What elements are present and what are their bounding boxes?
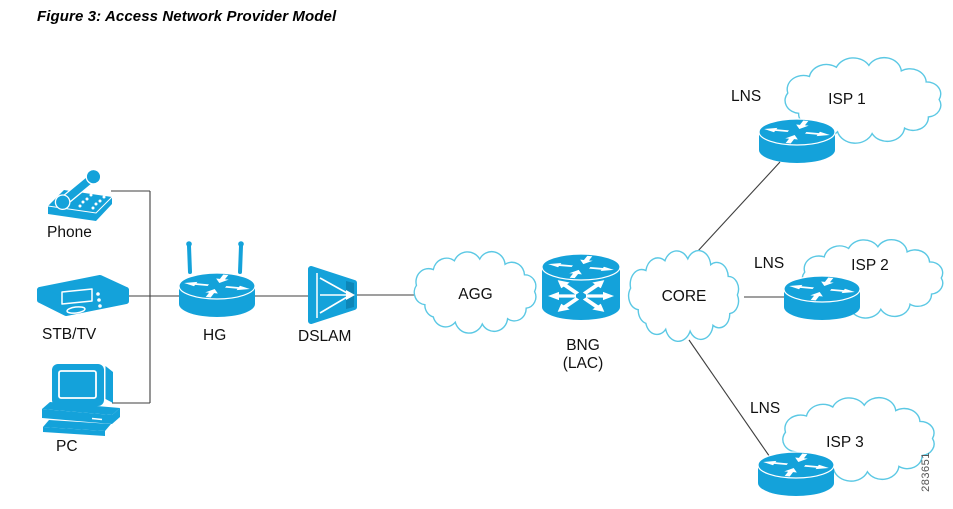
pc-icon xyxy=(42,364,120,436)
bng-label: BNG xyxy=(566,337,600,354)
phone-icon xyxy=(47,168,113,221)
phone-label: Phone xyxy=(47,224,92,241)
lns2-label: LNS xyxy=(754,255,785,272)
stb-label: STB/TV xyxy=(42,326,97,343)
lns1-router-icon xyxy=(759,119,835,163)
lns1-label: LNS xyxy=(731,88,762,105)
lns3-label: LNS xyxy=(750,400,781,417)
hg-antennas xyxy=(186,241,244,274)
dslam-icon xyxy=(308,266,357,324)
edge-core-lns3 xyxy=(688,339,773,461)
core-label: CORE xyxy=(661,288,707,305)
bng-sublabel: (LAC) xyxy=(562,355,604,372)
figure-number: 283651 xyxy=(920,452,932,492)
isp2-label: ISP 2 xyxy=(851,257,889,274)
isp3-label: ISP 3 xyxy=(826,434,864,451)
isp1-label: ISP 1 xyxy=(828,91,866,108)
stb-tv-icon xyxy=(37,275,129,316)
pc-label: PC xyxy=(56,438,78,455)
figure-title: Figure 3: Access Network Provider Model xyxy=(37,8,337,25)
lns2-router-icon xyxy=(784,276,860,320)
phone-handset xyxy=(54,168,102,211)
edge-core-lns1 xyxy=(696,161,781,253)
lns3-router-icon xyxy=(758,452,834,496)
hg-label: HG xyxy=(203,327,227,344)
agg-label: AGG xyxy=(458,286,493,303)
dslam-label: DSLAM xyxy=(298,328,352,345)
bng-icon xyxy=(541,253,621,320)
hg-icon xyxy=(179,241,255,317)
